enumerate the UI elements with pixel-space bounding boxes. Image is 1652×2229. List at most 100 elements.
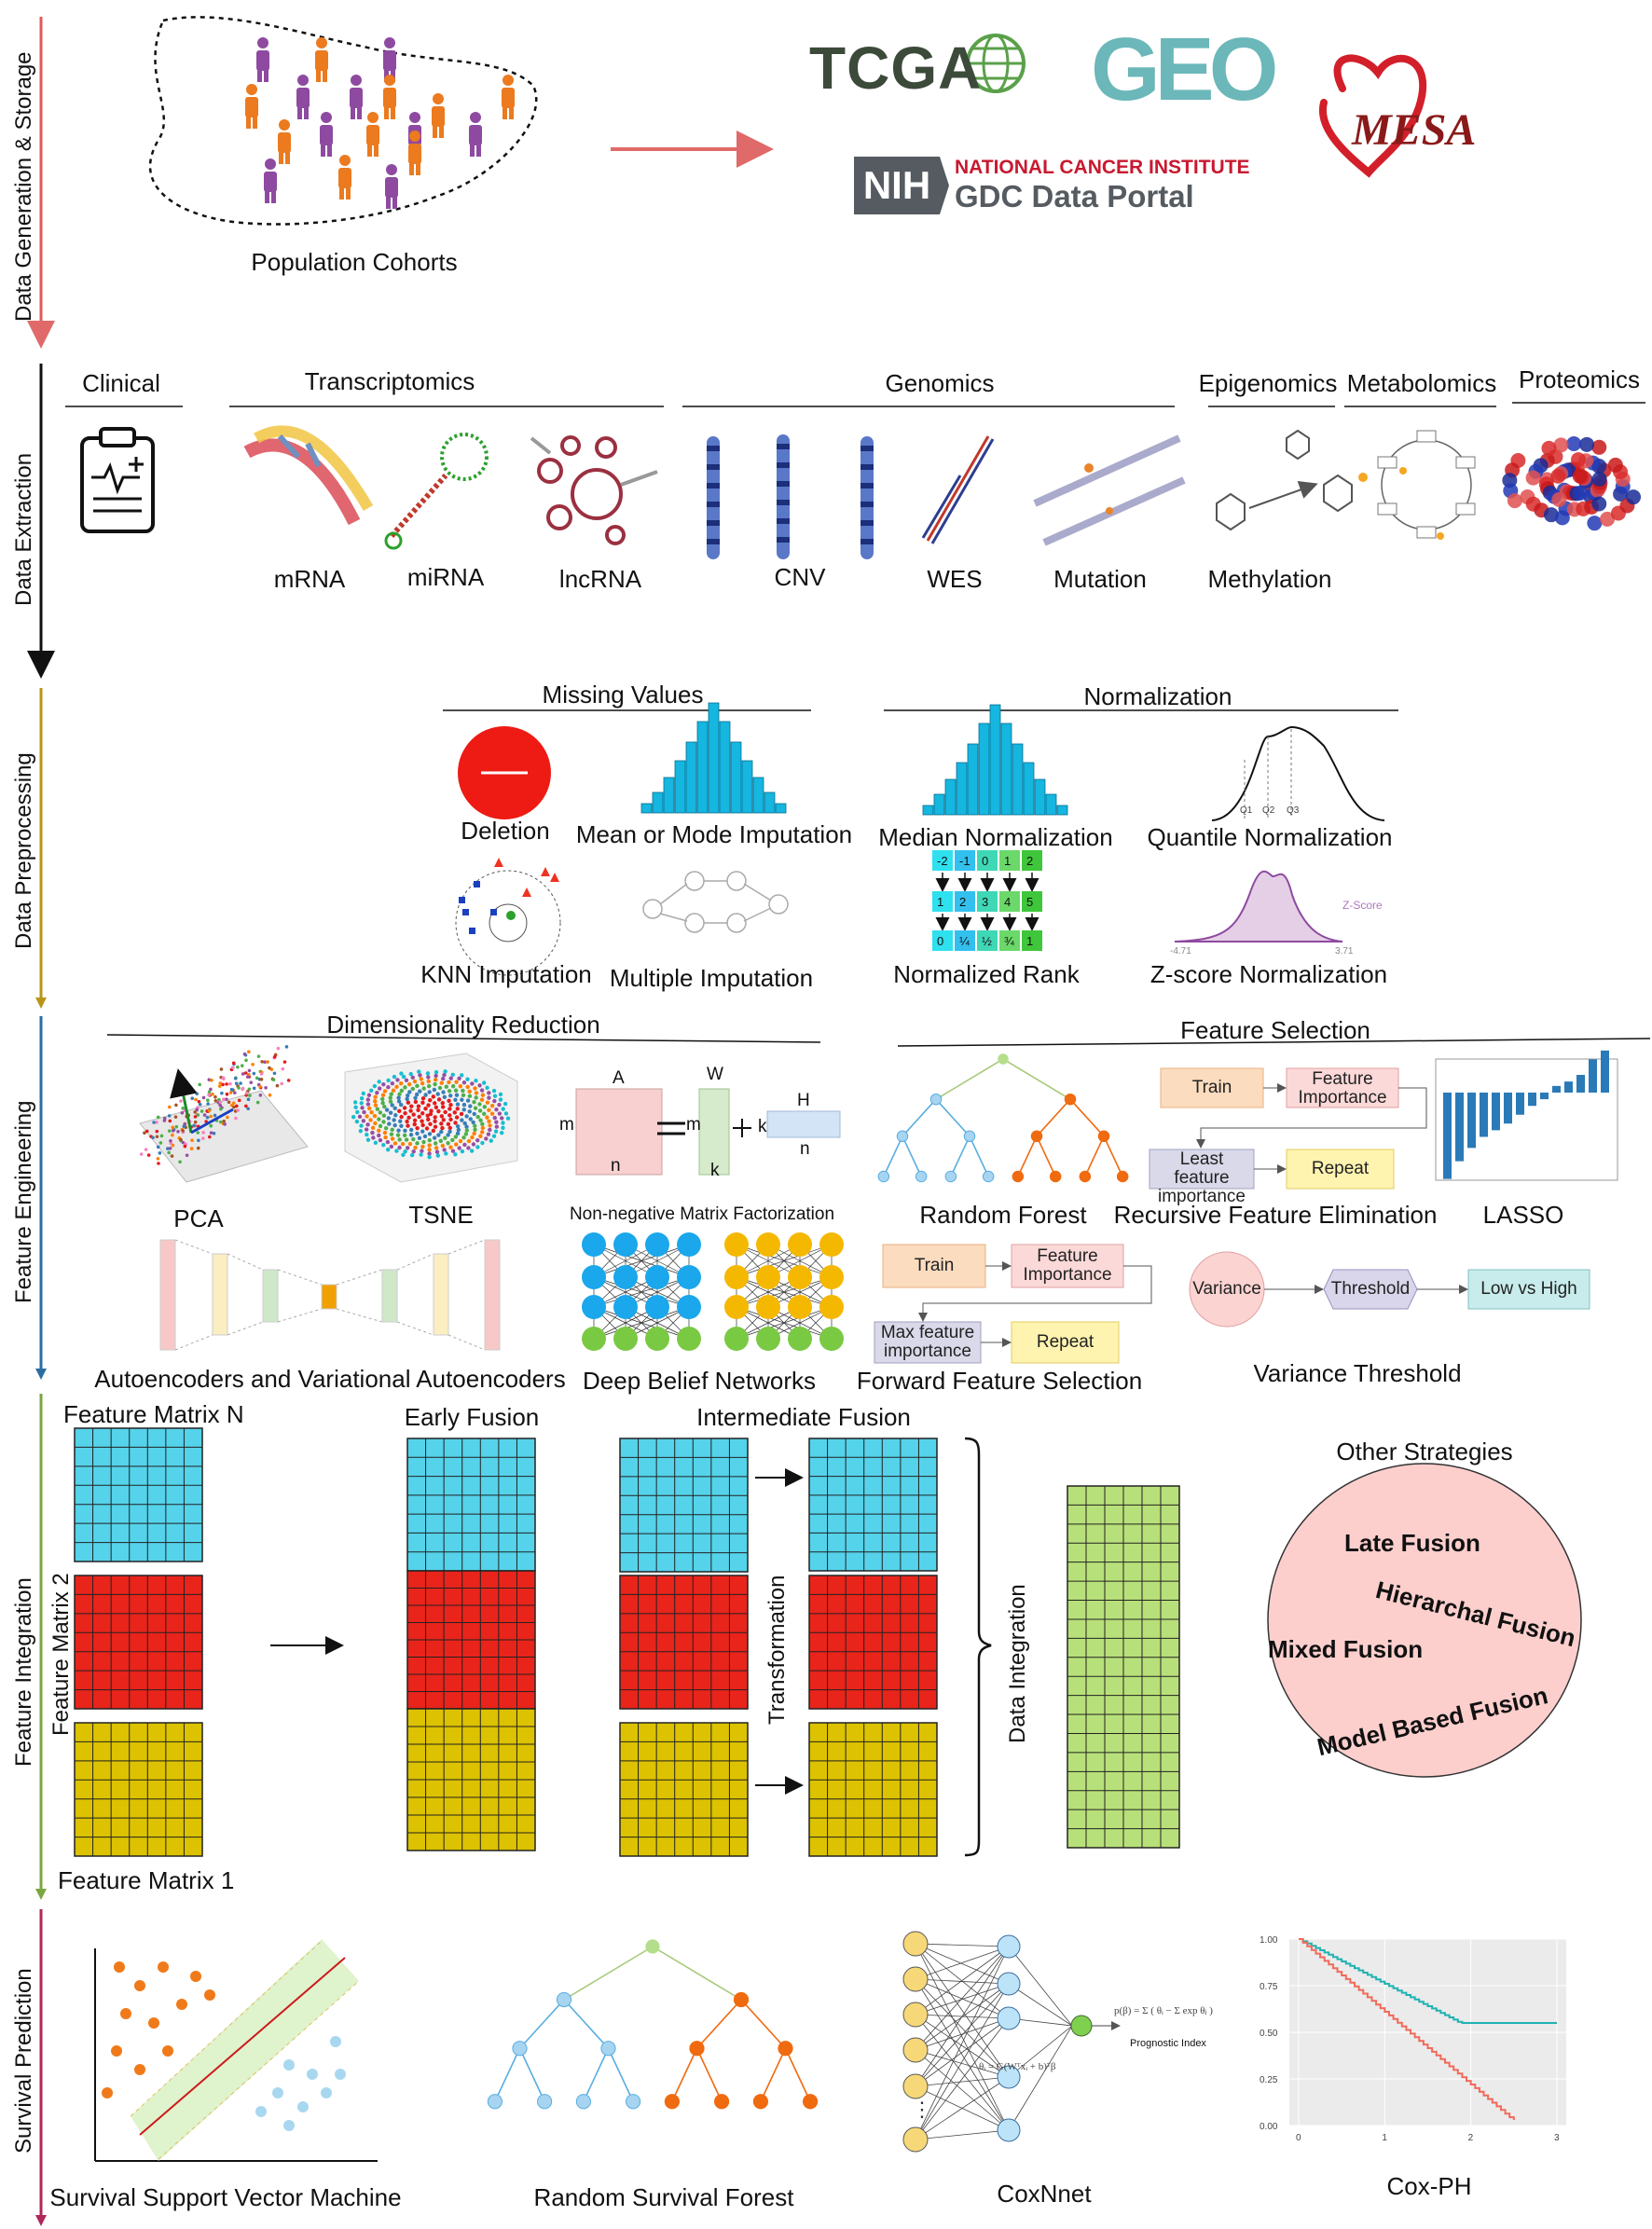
ssvm-margin-line <box>130 1940 323 2117</box>
tsne-point <box>443 1069 447 1074</box>
tsne-point <box>467 1089 472 1094</box>
km-y-tick: 1.00 <box>1260 1935 1278 1946</box>
tsne-point <box>373 1140 379 1146</box>
pca-point <box>195 1092 199 1096</box>
autoencoder-link <box>396 1253 434 1271</box>
tsne-point <box>461 1108 466 1112</box>
lasso-bar <box>1516 1093 1524 1115</box>
dbn-link <box>593 1244 690 1278</box>
tsne-point <box>469 1149 475 1153</box>
pca-point <box>155 1129 159 1134</box>
dbn-node <box>645 1232 669 1257</box>
tsne-point <box>447 1113 452 1118</box>
tsne-point <box>470 1081 475 1086</box>
tsne-point <box>360 1106 365 1110</box>
lasso-bar <box>1443 1093 1452 1179</box>
nmf-letter-k2: k <box>758 1117 767 1136</box>
tsne-point <box>433 1119 437 1124</box>
tsne-point <box>439 1129 444 1135</box>
lncrna-label: lncRNA <box>558 565 642 593</box>
pca-point <box>146 1153 151 1157</box>
ssvm-point-event <box>148 2017 159 2029</box>
tsne-point <box>448 1076 453 1080</box>
protein-residue <box>1507 493 1522 509</box>
tsne-point <box>380 1100 385 1106</box>
tsne-point <box>432 1135 437 1140</box>
tsne-point <box>393 1113 398 1118</box>
tsne-point <box>373 1121 378 1126</box>
pca-point <box>228 1081 232 1086</box>
tsne-point <box>413 1095 418 1100</box>
tsne-point <box>425 1113 430 1118</box>
histogram-bar <box>922 805 934 816</box>
pca-point <box>248 1094 252 1097</box>
tsne-point <box>480 1130 485 1135</box>
pca-point <box>280 1081 283 1086</box>
tsne-point <box>497 1111 502 1116</box>
stage-label-preprocessing: Data Preprocessing <box>11 752 36 949</box>
coxnnet-link <box>915 1983 1010 2016</box>
histogram-bar <box>967 743 979 816</box>
tree-edge <box>563 1946 654 2001</box>
pca-point <box>223 1122 227 1126</box>
histogram-bar <box>741 760 753 814</box>
tsne-point <box>477 1102 482 1107</box>
tsne-point <box>465 1084 470 1090</box>
transcriptomics-heading: Transcriptomics <box>304 367 475 395</box>
tsne-point <box>427 1151 432 1156</box>
person-icon <box>366 112 379 157</box>
dbn-node <box>677 1295 701 1319</box>
tsne-point <box>391 1088 396 1093</box>
coxnnet-ellipsis: ⋮ <box>912 2098 932 2121</box>
tsne-point <box>407 1090 412 1094</box>
stage-label-generation: Data Generation & Storage <box>11 51 36 322</box>
pca-plane <box>139 1090 309 1183</box>
zscore-left-tick: -4.71 <box>1170 946 1191 956</box>
coxnnet-input-node <box>902 2002 929 2028</box>
pca-point <box>155 1135 159 1139</box>
autoencoder-link <box>277 1308 323 1323</box>
rank-cell-value: 0 <box>937 934 943 948</box>
dim-reduction-heading: Dimensionality Reduction <box>326 1011 600 1039</box>
pca-point <box>266 1060 269 1064</box>
quantile-q3: Q3 <box>1287 805 1300 816</box>
person-icon <box>383 37 396 82</box>
pca-point <box>234 1081 239 1085</box>
pca-point <box>258 1084 262 1089</box>
ssvm-point-censored <box>297 2101 309 2112</box>
tsne-point <box>426 1075 431 1080</box>
tsne-point <box>389 1092 393 1096</box>
tsne-cloud <box>344 1053 518 1183</box>
rank-cell-value: 1 <box>1004 854 1011 868</box>
ssvm-point-event <box>162 2045 173 2057</box>
pca-point <box>234 1104 239 1108</box>
tsne-point <box>488 1123 492 1128</box>
dbn-node <box>756 1327 780 1351</box>
pca-point <box>193 1110 197 1114</box>
tree-edge <box>902 1098 937 1137</box>
tsne-point <box>409 1152 415 1158</box>
km-x-tick: 3 <box>1554 2133 1560 2143</box>
tsne-point <box>472 1099 476 1105</box>
pca-point <box>232 1105 236 1109</box>
coxnnet-hidden-node <box>997 2006 1021 2030</box>
tsne-point <box>410 1075 415 1080</box>
lasso-bar <box>1552 1085 1561 1093</box>
pca-point <box>231 1066 235 1069</box>
clinical-heading: Clinical <box>82 369 160 397</box>
tsne-point <box>475 1138 480 1143</box>
tsne-point <box>442 1148 447 1152</box>
tsne-point <box>466 1146 471 1150</box>
pca-point <box>236 1108 240 1112</box>
histogram-bar <box>1034 778 1046 816</box>
tsne-point <box>417 1114 421 1120</box>
protein-residue <box>1551 491 1567 507</box>
coxnnet-link <box>1008 1946 1073 2027</box>
pca-point <box>252 1086 256 1091</box>
tsne-point <box>417 1069 421 1074</box>
tsne-point <box>420 1149 424 1153</box>
tsne-point <box>389 1144 394 1149</box>
tsne-point <box>382 1089 388 1094</box>
pca-point <box>244 1058 248 1063</box>
nmf-letter-m1: m <box>559 1115 574 1135</box>
